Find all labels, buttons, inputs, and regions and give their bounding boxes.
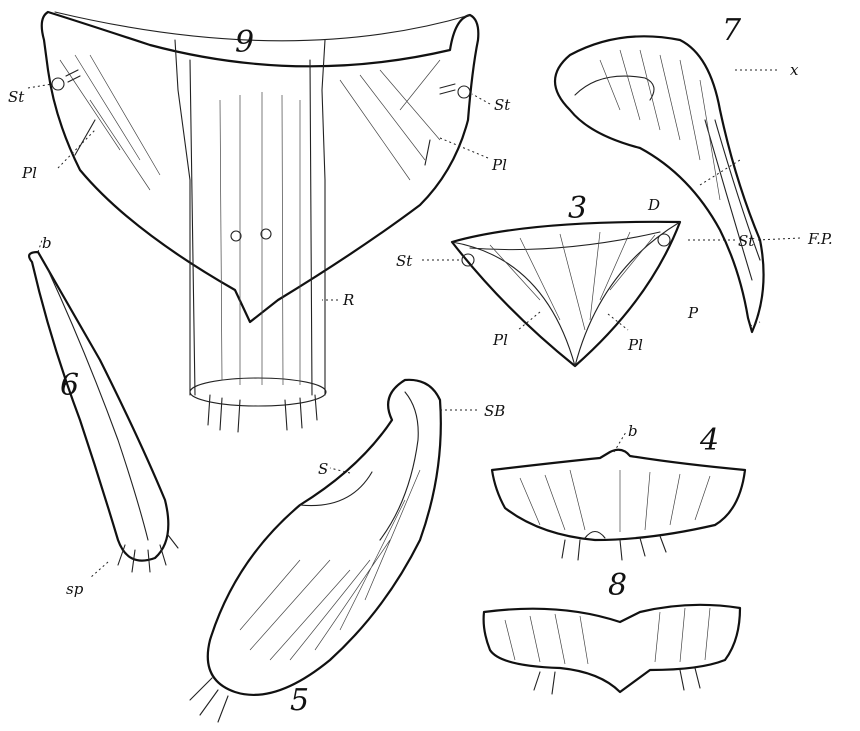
figure-6-number: 6 bbox=[60, 368, 79, 403]
figure-6-sp-label: sp bbox=[66, 580, 84, 598]
figure-3-pl-right-label: Pl bbox=[627, 336, 643, 354]
figure-7-p-label: P bbox=[687, 304, 699, 322]
figure-5-drawing bbox=[190, 380, 480, 722]
figure-3-st-right-label: St bbox=[738, 232, 755, 250]
figure-9-st-left-label: St bbox=[8, 88, 25, 106]
figure-3-number: 3 bbox=[568, 191, 587, 226]
figure-4-b-label: b bbox=[628, 422, 638, 440]
figure-7-d-label: D bbox=[647, 196, 660, 214]
figure-3-pl-left-label: Pl bbox=[492, 331, 508, 349]
figure-7-drawing bbox=[555, 36, 800, 332]
figure-9-st-right-label: St bbox=[494, 96, 511, 114]
figure-9-number: 9 bbox=[235, 25, 254, 60]
figure-3-st-left-label: St bbox=[396, 252, 413, 270]
figure-5-number: 5 bbox=[290, 683, 309, 718]
figure-5-sb-label: SB bbox=[484, 402, 505, 420]
figure-9-pl-right-label: Pl bbox=[491, 156, 507, 174]
figure-6-drawing bbox=[29, 240, 178, 578]
figure-3-drawing bbox=[422, 222, 735, 366]
figure-7-fp-label: F.P. bbox=[807, 230, 833, 248]
figure-7-number: 7 bbox=[722, 13, 742, 48]
figure-4-number: 4 bbox=[699, 423, 719, 458]
figure-8-drawing bbox=[484, 605, 740, 694]
figure-8-number: 8 bbox=[608, 568, 627, 603]
figure-9-r-label: R bbox=[342, 291, 354, 309]
figure-7-x-label: x bbox=[790, 61, 799, 79]
figure-5-s-label: S bbox=[318, 460, 328, 478]
figure-6-b-label: b bbox=[42, 234, 52, 252]
figure-9-pl-left-label: Pl bbox=[21, 164, 37, 182]
figure-9-drawing bbox=[28, 12, 490, 432]
